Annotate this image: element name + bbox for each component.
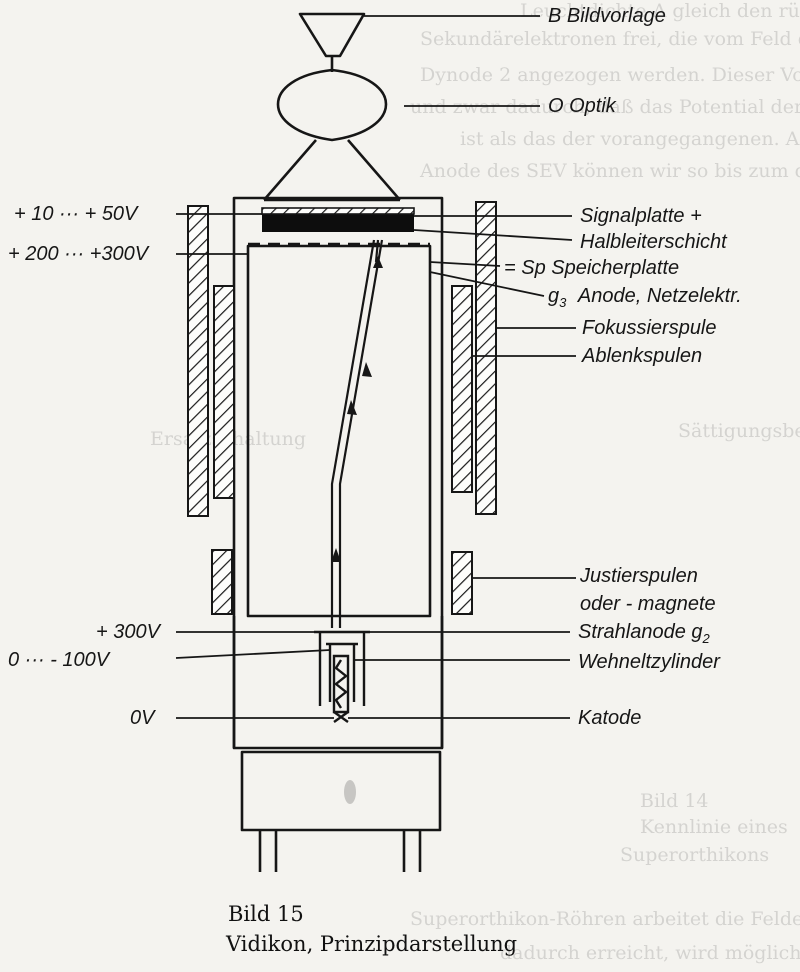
scan-stain	[344, 780, 356, 804]
label-ablenkspulen: Ablenkspulen	[582, 345, 703, 367]
bleed-text-line: Leuchtdichte A gleich den rückkehrenden …	[520, 0, 800, 22]
label-halbleiterschicht: Halbleiterschicht	[580, 231, 727, 253]
bleed-text-line: dadurch erreicht, wird möglich	[500, 942, 800, 964]
bleed-text-line: Dynode 2 angezogen werden. Dieser Vorgan…	[420, 64, 800, 86]
label-signalplatte: Signalplatte +	[580, 205, 702, 227]
electron-gun	[314, 630, 370, 723]
bleed-text-line: Sättigungsbereich	[678, 420, 800, 442]
image-object-shape	[298, 12, 366, 58]
focus-coil-left	[187, 205, 209, 517]
anode-g3-symbol: g	[548, 285, 560, 307]
label-anode-g3: g3 Anode, Netzelektr.	[548, 286, 742, 309]
bleed-text-line: Bild 14	[640, 790, 709, 812]
bleed-text-line: ist als das der vorangegangenen. Am Arbe…	[460, 128, 800, 150]
bleed-text-line: Sekundärelektronen frei, die vom Feld de…	[420, 28, 800, 50]
bleed-text-line: Kennlinie eines	[640, 816, 788, 838]
label-fokussierspule: Fokussierspule	[582, 317, 717, 339]
label-bildvorlage: B Bildvorlage	[548, 5, 666, 27]
anode-g3-text: Anode, Netzelektr.	[577, 285, 742, 307]
label-speicherplatte: = Sp Speicherplatte	[504, 257, 680, 279]
voltage-strahlanode: + 300V	[96, 621, 160, 643]
label-wehneltzylinder: Wehneltzylinder	[578, 651, 720, 673]
lens-shape	[276, 68, 388, 142]
inner-bulb	[246, 244, 432, 618]
strahlanode-subscript: 2	[702, 631, 710, 646]
focus-coil-right	[475, 201, 497, 515]
label-katode: Katode	[578, 707, 642, 729]
alignment-coil-left	[211, 549, 233, 615]
label-justiermagnete: oder - magnete	[580, 593, 716, 615]
deflection-coil-left	[213, 285, 235, 499]
signal-plate	[262, 212, 414, 232]
label-optik: O Optik	[548, 95, 616, 117]
voltage-netzelektrode: + 200 ··· +300V	[8, 243, 149, 265]
leader-lines	[175, 15, 576, 719]
bleed-text-line: Superorthikons	[620, 844, 770, 866]
bleed-text-line: und zwar dadurch, daß das Potential der …	[410, 96, 800, 118]
voltage-wehnelt: 0 ··· - 100V	[8, 649, 110, 671]
alignment-coil-right	[451, 551, 473, 615]
bleed-text-line: Superorthikon-Röhren arbeitet die Feldel…	[410, 908, 800, 930]
voltage-signalplatte: + 10 ··· + 50V	[14, 203, 138, 225]
voltage-katode: 0V	[130, 707, 155, 729]
beam-arrows	[331, 256, 383, 562]
light-cone	[263, 139, 401, 201]
bleed-text-line: Anode des SEV können wir so bis zum den …	[420, 160, 800, 182]
strahlanode-text: Strahlanode g	[578, 621, 703, 643]
label-justierspulen: Justierspulen	[580, 565, 698, 587]
label-strahlanode: Strahlanode g2	[578, 622, 710, 645]
figure-number: Bild 15	[228, 902, 304, 926]
tube-neck	[232, 616, 444, 748]
deflection-coil-right	[451, 285, 473, 493]
tube-base	[240, 750, 442, 832]
anode-g3-subscript: 3	[559, 295, 567, 310]
figure-title: Vidikon, Prinzipdarstellung	[226, 932, 518, 956]
electron-beam	[330, 239, 384, 628]
